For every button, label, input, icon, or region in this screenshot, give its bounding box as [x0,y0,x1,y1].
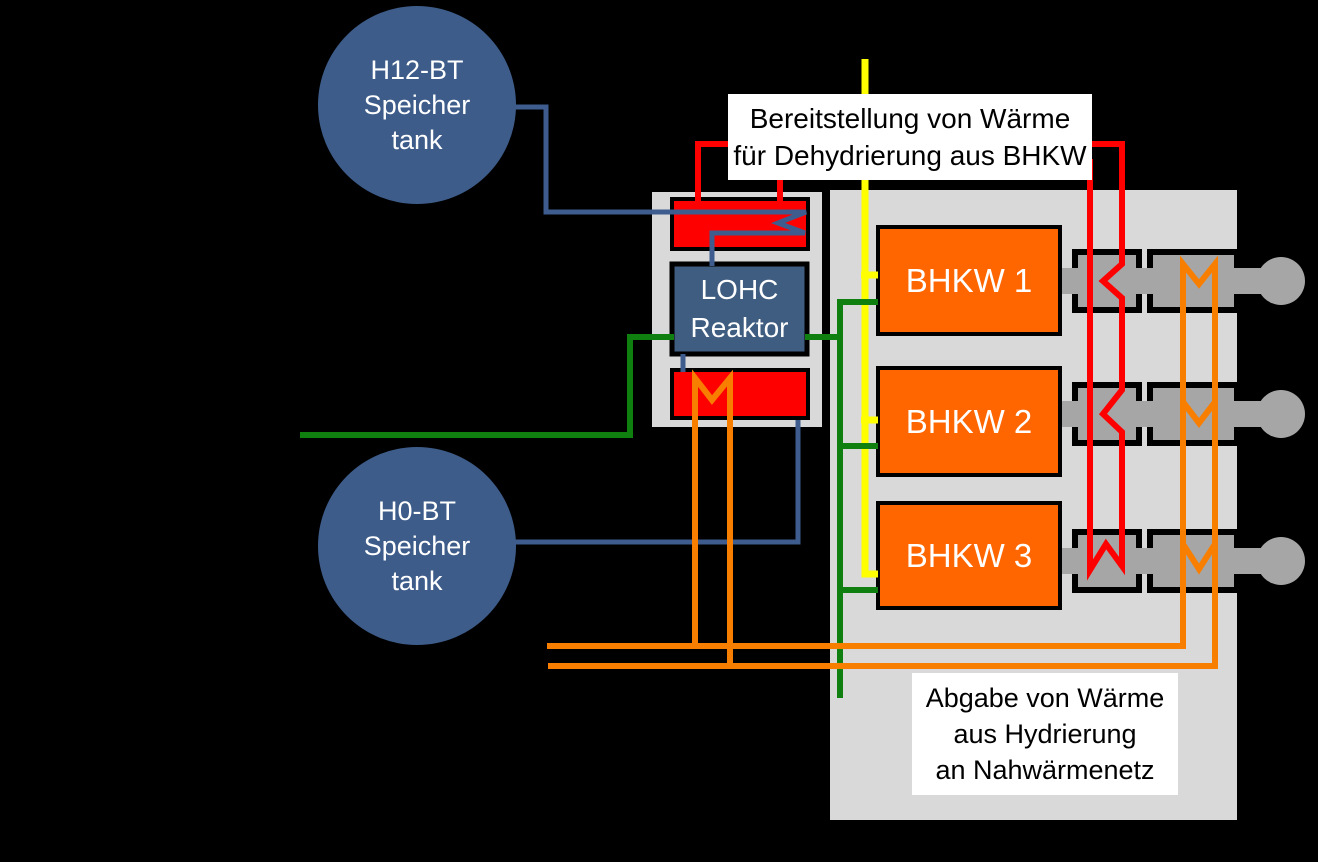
bhkw3-label-text: BHKW 3 [905,537,1033,574]
pipe-end-circle [1257,390,1305,438]
orange-flow-chevron [1180,400,1218,428]
annotation-bottom-line2: aus Hydrierung [953,719,1137,749]
h0-tank-label-line2: Speicher [363,530,471,561]
lohc-reactor-label-line1: LOHC [700,274,779,305]
orange-flow-chevron [1180,542,1218,575]
bhkw2-box [876,366,1062,477]
annotation-district-heat: Abgabe von Wärme aus Hydrierung an Nahwä… [912,673,1178,795]
annotation-bottom-line1: Abgabe von Wärme [925,683,1165,713]
lohc-reactor-label: LOHC Reaktor [672,264,807,354]
connector-bar [1229,548,1262,574]
bhkw2-label: BHKW 2 [878,368,1060,475]
h0-tank-label-line1: H0-BT [377,495,456,526]
bhkw3-label: BHKW 3 [878,503,1060,608]
h12-tank-label-line1: H12-BT [370,54,464,85]
green-lohc-feed-line [300,334,674,438]
pipe-end-circle [1257,257,1305,305]
lohc-reactor-box [669,261,810,357]
bhkw1-box [876,225,1062,336]
connector-bar [1229,401,1262,427]
blue-h0-line [505,420,801,545]
h12-tank-circle [318,6,516,204]
connector-bar [1128,401,1158,427]
green-manifold-line [837,299,878,698]
connector-bar [1128,268,1158,294]
bhkw3-box [876,501,1062,610]
orange-district-heat-line [547,255,1218,669]
bhkw2-label-text: BHKW 2 [905,403,1033,440]
lohc-reactor-label-line2: Reaktor [690,312,789,343]
yellow-supply-line [861,59,878,578]
h12-tank-label-line2: Speicher [363,89,471,120]
h0-tank-label: H0-BT Speicher tank [317,489,517,603]
annotation-top-line1: Bereitstellung von Wärme [749,103,1071,134]
annotation-bottom-line3: an Nahwärmenetz [935,755,1155,785]
annotation-top-line2: für Dehydrierung aus BHKW [733,140,1087,171]
connector-bar [1128,548,1158,574]
h0-tank-label-line3: tank [391,565,443,596]
blue-h12-line [505,104,807,266]
h12-tank-label-line3: tank [391,124,443,155]
annotation-dehydration-heat: Bereitstellung von Wärme für Dehydrierun… [728,94,1092,180]
bhkw1-label: BHKW 1 [878,227,1060,334]
red-heat-loop-line [695,141,1125,581]
h0-tank-circle [318,447,516,645]
orange-hydration-coil-line [692,369,733,668]
h12-tank-label: H12-BT Speicher tank [317,48,517,162]
pipe-end-circle [1257,537,1305,585]
bhkw1-label-text: BHKW 1 [905,262,1033,299]
connector-bar [1229,268,1262,294]
